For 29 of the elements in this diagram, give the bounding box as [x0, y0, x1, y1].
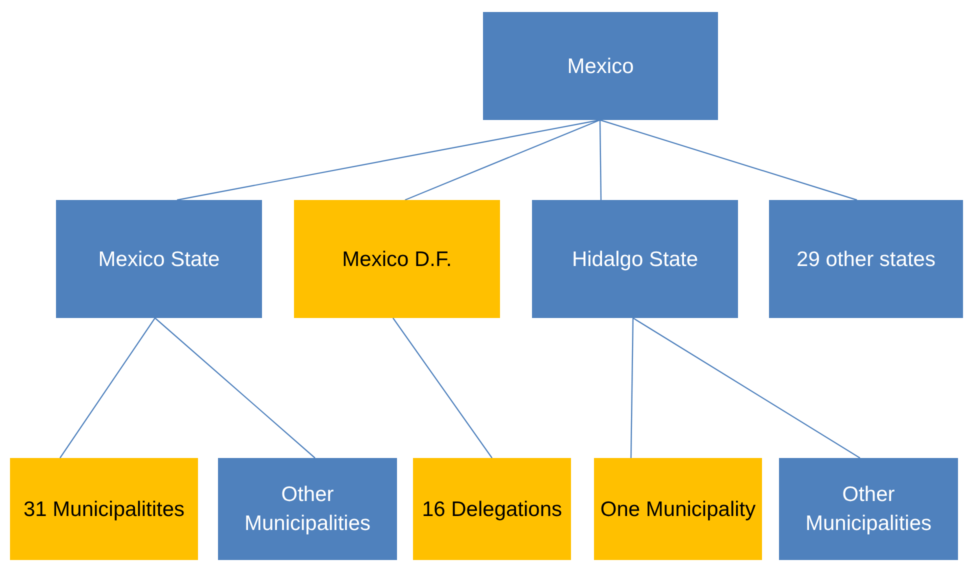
connector-line: [632, 317, 860, 459]
box-label: Mexico State: [97, 246, 221, 272]
connector-line: [599, 120, 602, 200]
connector-line: [392, 318, 492, 458]
box-label: 29 other states: [796, 246, 936, 272]
org-box: [218, 458, 397, 560]
box-label: Other Municipalities: [804, 482, 933, 537]
connector-line: [176, 119, 600, 201]
org-box: [769, 200, 963, 318]
org-box: [483, 12, 718, 120]
connector-line: [154, 318, 316, 458]
box-label: 31 Municipalitites: [22, 496, 186, 522]
connector-line: [60, 318, 156, 458]
org-box: [56, 200, 262, 318]
org-box: [779, 458, 958, 560]
box-label: One Municipality: [599, 496, 757, 522]
org-box: [10, 458, 198, 560]
box-label: Mexico D.F.: [341, 246, 453, 272]
box-label: Mexico: [566, 54, 635, 80]
org-box: [594, 458, 762, 560]
org-box: [294, 200, 500, 318]
box-label: Hidalgo State: [570, 246, 700, 272]
box-label: Other Municipalities: [243, 482, 372, 537]
box-label: 16 Delegations: [420, 496, 564, 522]
connector-line: [630, 318, 634, 458]
org-box: [532, 200, 738, 318]
connector-line: [600, 119, 858, 201]
org-box: [413, 458, 571, 560]
connector-line: [404, 119, 600, 201]
